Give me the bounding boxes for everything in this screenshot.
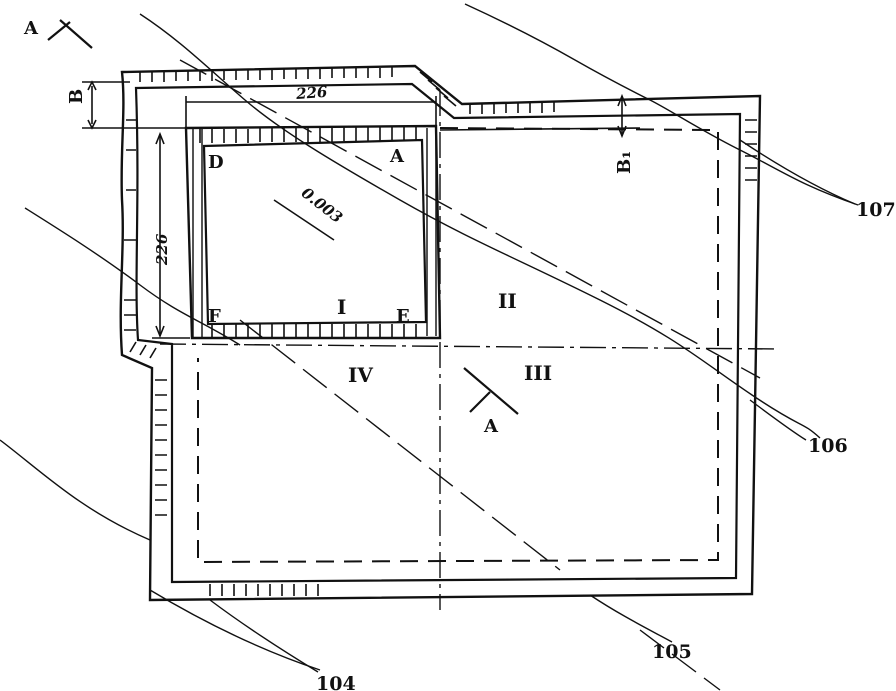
background-lines xyxy=(0,3,859,671)
reference-104: 104 xyxy=(316,673,356,691)
dimension-b1-label: B₁ xyxy=(614,151,635,174)
section-marker-bottom xyxy=(463,367,519,415)
point-a-label: A xyxy=(389,146,405,167)
section-marker-top xyxy=(47,19,93,49)
section-label-bottom: A xyxy=(483,416,499,437)
dimension-top-label: 226 xyxy=(294,83,328,103)
section-label-top: A xyxy=(23,18,39,39)
zone-one-label: I xyxy=(337,295,346,319)
reference-105: 105 xyxy=(652,641,692,663)
reference-107: 107 xyxy=(856,199,896,221)
outer-slab-edge xyxy=(119,64,762,602)
zone-three-label: III xyxy=(524,361,552,385)
zone-four-label: IV xyxy=(348,363,373,387)
dimension-b-label: B xyxy=(66,89,87,104)
point-f-label: F xyxy=(208,306,221,327)
dimension-side-label: 226 xyxy=(153,233,171,266)
outer-slab xyxy=(119,64,762,602)
reference-106: 106 xyxy=(808,435,848,457)
dimensions xyxy=(82,80,641,339)
panel-one xyxy=(184,124,442,340)
outer-slab-inner-edge xyxy=(134,82,742,584)
section-line xyxy=(179,59,761,691)
point-e-label: E xyxy=(396,306,410,327)
zone-two-label: II xyxy=(498,289,517,313)
point-d-label: D xyxy=(208,152,224,173)
axis-lines xyxy=(159,90,781,610)
reference-leaders xyxy=(209,139,856,673)
